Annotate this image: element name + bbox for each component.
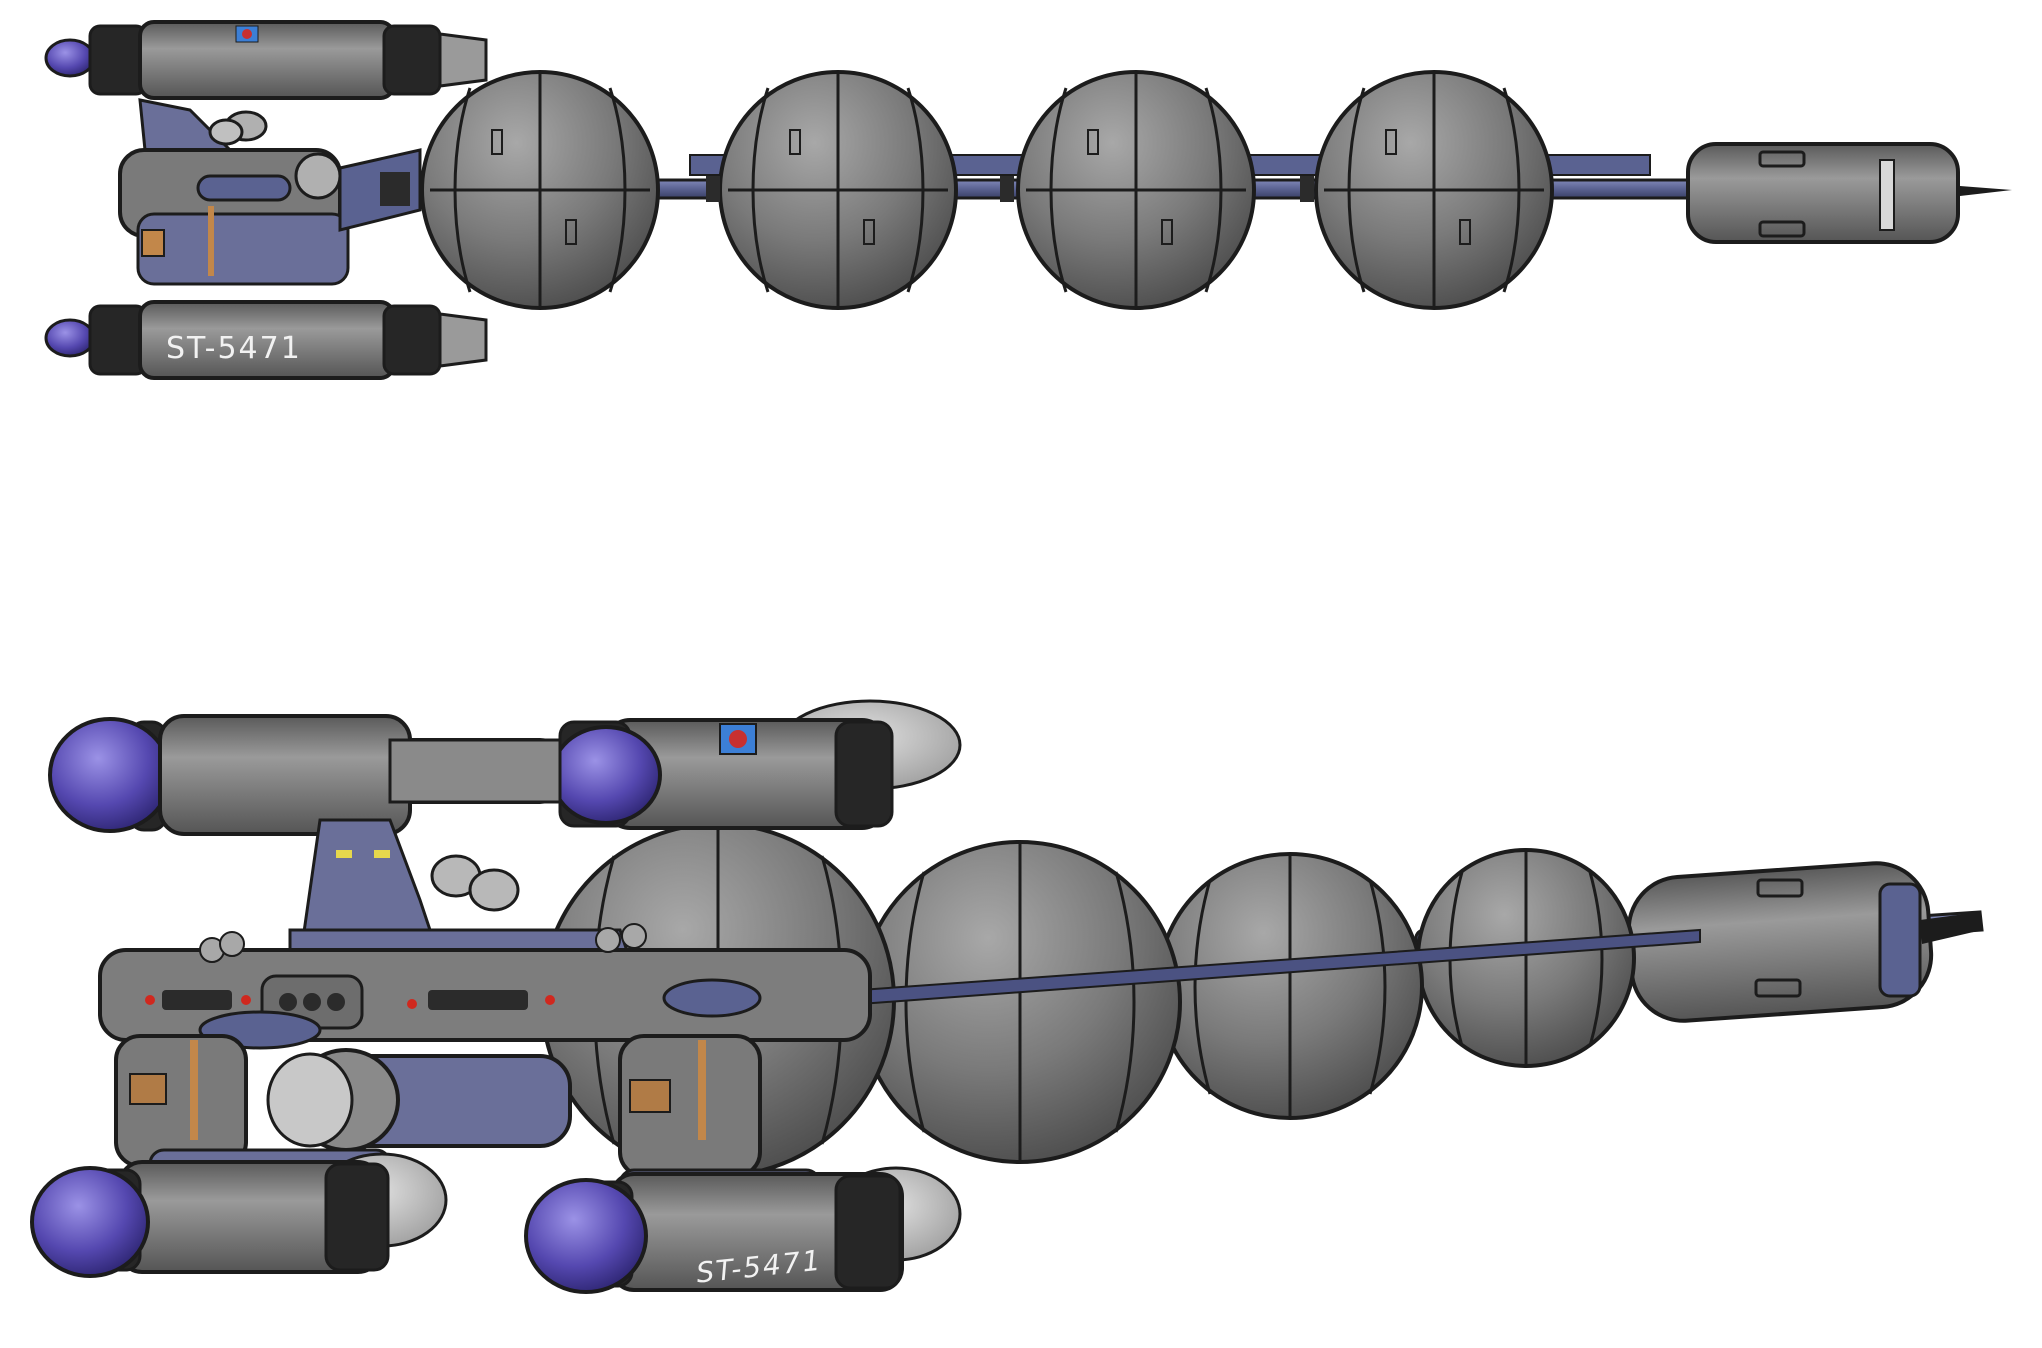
aft-module (1686, 142, 2012, 244)
cargo-pod (1016, 70, 1256, 310)
cargo-pod (858, 840, 1182, 1164)
primary-hull (118, 98, 422, 286)
top-view: ST-5471 (44, 20, 2012, 380)
cargo-pod (420, 70, 660, 310)
lower-nacelle: ST-5471 (44, 300, 488, 380)
lower-nacelle (30, 1152, 448, 1278)
spine-clamp (1300, 176, 1314, 202)
registry-label-top: ST-5471 (166, 331, 302, 366)
upper-nacelle (44, 20, 488, 100)
lower-nacelle: ST-5471 (524, 1166, 962, 1294)
cargo-pod (1156, 852, 1424, 1120)
perspective-view: ST-5471 (30, 699, 1984, 1294)
cargo-pod (718, 70, 958, 310)
upper-nacelle-assembly (48, 699, 962, 836)
spine-clamp (1000, 176, 1014, 202)
cargo-pod (1314, 70, 1554, 310)
spine-clamp (706, 176, 720, 202)
